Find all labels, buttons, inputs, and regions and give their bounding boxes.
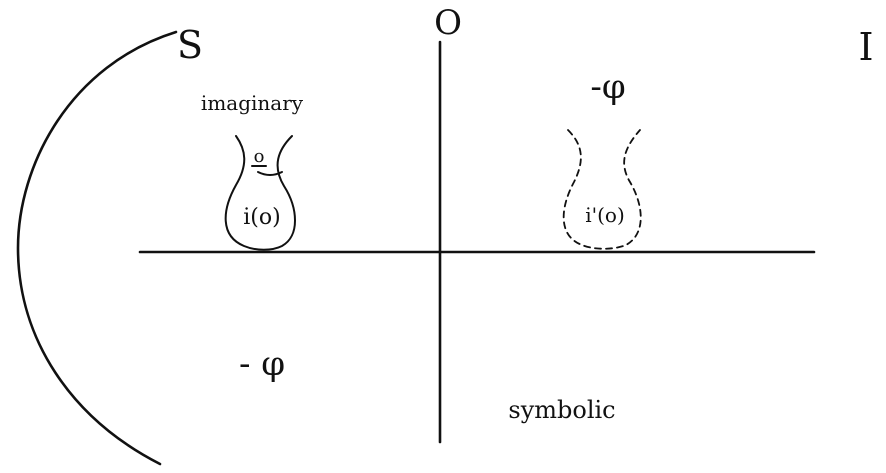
s-curve [16, 30, 178, 466]
left-vase-top-label: o [254, 146, 265, 167]
o-axis-label: O [434, 3, 462, 43]
left-vase-outline [224, 135, 296, 251]
left-vase-neck [257, 171, 283, 176]
right-vase-inner-label: i'(o) [585, 203, 625, 227]
s-curve-label: S [177, 23, 203, 67]
right-vase-outline [562, 129, 642, 250]
left-vase-inner-label: i(o) [243, 205, 280, 230]
quadrant-i-label: I [858, 25, 873, 69]
right-vase [562, 129, 642, 250]
symbolic-label: symbolic [508, 396, 615, 424]
left-vase [224, 135, 296, 251]
imaginary-label: imaginary [201, 91, 304, 115]
lower-left-phi-label: - φ [239, 344, 285, 384]
upper-right-phi-label: -φ [590, 67, 625, 107]
